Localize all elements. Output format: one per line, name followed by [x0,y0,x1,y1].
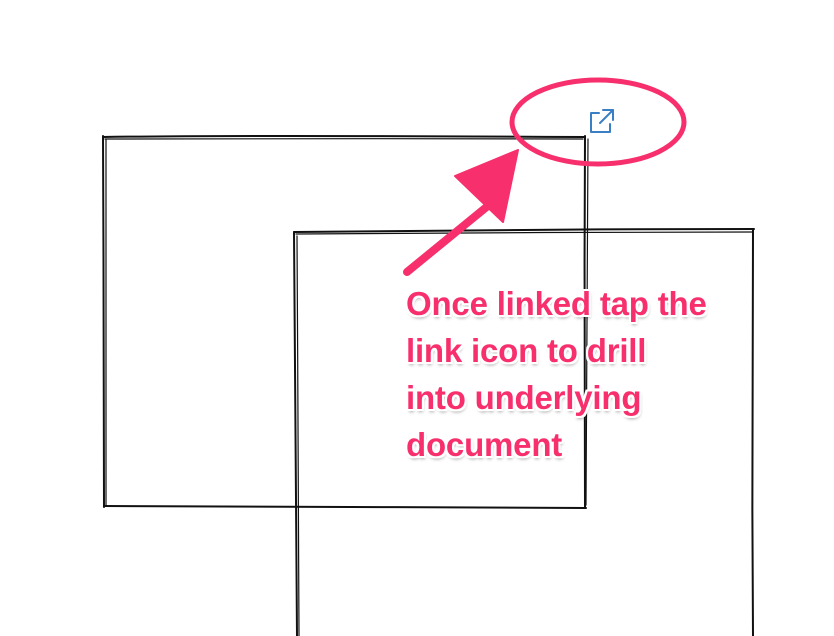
link-icon-button[interactable] [586,106,616,136]
annotation-line: document [406,426,563,463]
highlight-ellipse [509,77,687,167]
external-link-icon[interactable] [590,109,614,133]
annotation-line: link icon to drill [406,332,647,369]
annotation-line: into underlying [406,379,642,416]
annotation-text: Once linked tap the link icon to drill i… [406,280,766,468]
annotation-line: Once linked tap the [406,285,707,322]
sketch-rectangle-2 [293,228,755,636]
annotation-arrow [403,149,519,276]
